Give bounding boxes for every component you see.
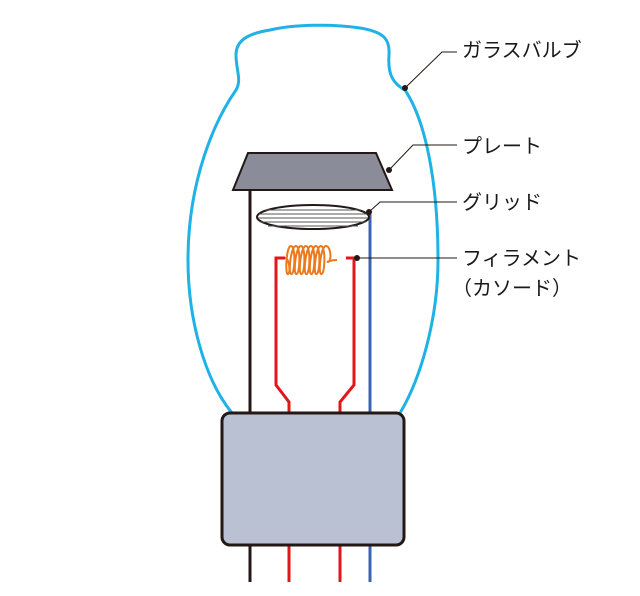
label-filament: フィラメント <box>462 246 581 270</box>
filament-marker <box>354 255 360 261</box>
filament-coil <box>284 244 338 276</box>
grid <box>256 204 370 230</box>
label-plate: プレート <box>462 134 542 158</box>
label-cathode: （カソード） <box>452 276 572 300</box>
glass-bulb-marker <box>402 85 408 91</box>
label-grid: グリッド <box>462 190 542 214</box>
plate-marker <box>386 167 392 173</box>
plate <box>231 152 394 191</box>
leader-lines <box>357 51 457 259</box>
label-glass-bulb: ガラスバルブ <box>462 38 582 62</box>
glass-bulb <box>186 23 440 414</box>
tube-base <box>220 411 406 547</box>
grid-marker <box>366 209 372 215</box>
